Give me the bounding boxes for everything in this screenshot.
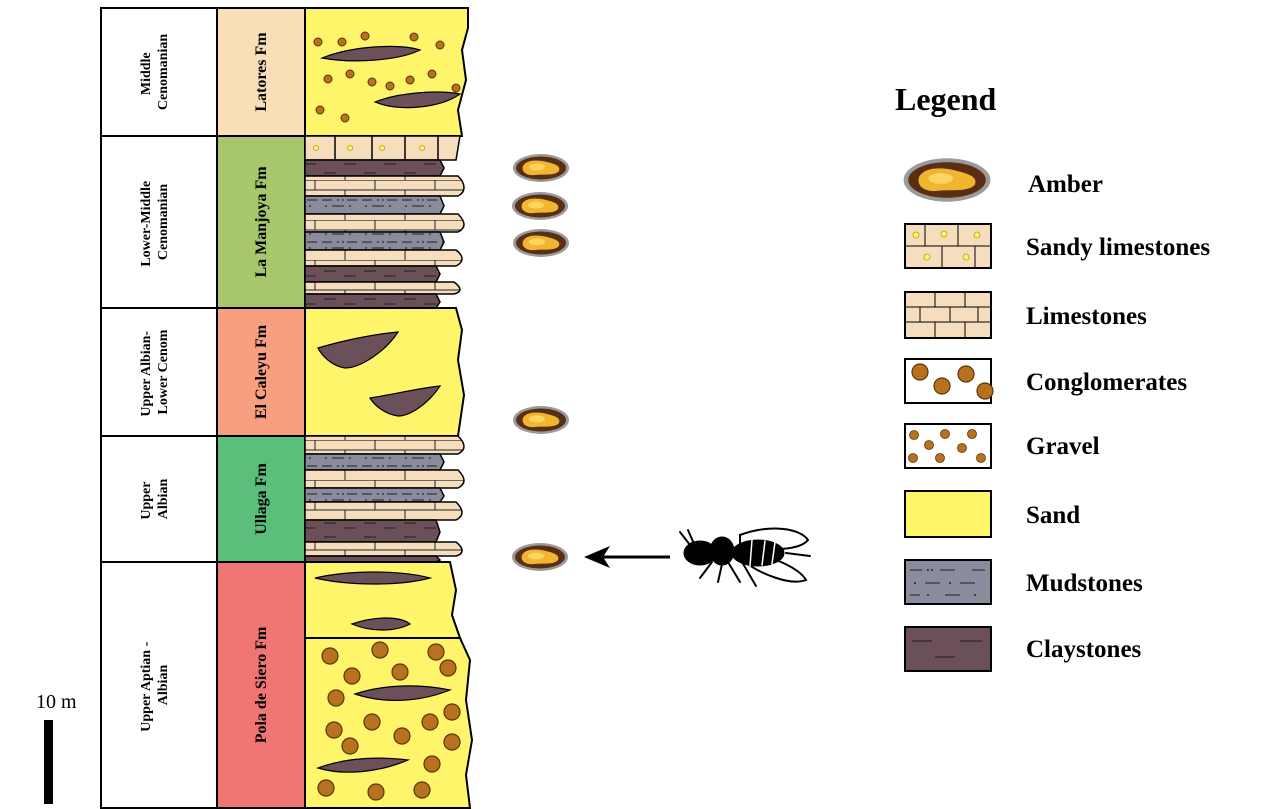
scale-bar: 10 m [36,691,77,804]
legend: Legend Amber Sandy limestones [895,81,1210,671]
legend-swatch-sand [905,491,991,537]
legend-label-sand: Sand [1026,502,1080,529]
legend-label-sandy-limestones: Sandy limestones [1026,234,1210,261]
formation-label-pola-de-siero: Pola de Siero Fm [253,626,270,743]
scale-label: 10 m [36,691,77,713]
amber-icon [512,543,568,571]
legend-title: Legend [895,81,997,117]
insect-icon [680,529,810,586]
amber-icon [513,406,569,434]
lithology-ullaga [305,436,464,562]
legend-amber-icon [904,158,991,201]
arrow-icon [584,546,670,568]
amber-occurrences [512,154,569,571]
formation-label-la-manjoya: La Manjoya Fm [253,166,270,278]
legend-swatch-gravel [905,424,991,468]
formation-label-latores: Latores Fm [253,32,270,112]
amber-icon [513,154,569,182]
formation-label-el-caleyu: El Caleyu Fm [253,324,270,419]
age-column: Middle Cenomanian Lower-Middle Cenomania… [101,8,217,808]
legend-swatch-sandy-limestone [905,224,991,268]
legend-label-gravel: Gravel [1026,433,1100,460]
legend-label-conglomerates: Conglomerates [1026,369,1187,396]
lithology-el-caleyu-sand [305,308,464,436]
lithology-latores-sand [305,8,468,136]
lithology-column [305,8,472,808]
formation-label-ullaga: Ullaga Fm [253,463,270,535]
legend-label-limestones: Limestones [1026,303,1147,330]
amber-icon [512,192,568,220]
legend-swatch-mudstone [905,560,991,604]
formation-column: Latores Fm La Manjoya Fm El Caleyu Fm Ul… [217,8,305,808]
legend-label-amber: Amber [1028,171,1103,198]
legend-label-mudstones: Mudstones [1026,570,1143,597]
legend-swatch-limestone [905,292,991,338]
lithology-la-manjoya [305,136,464,308]
amber-icon [513,229,569,257]
legend-swatch-conglomerate [905,359,993,403]
legend-swatch-claystone [905,627,991,671]
legend-label-claystones: Claystones [1026,636,1142,663]
